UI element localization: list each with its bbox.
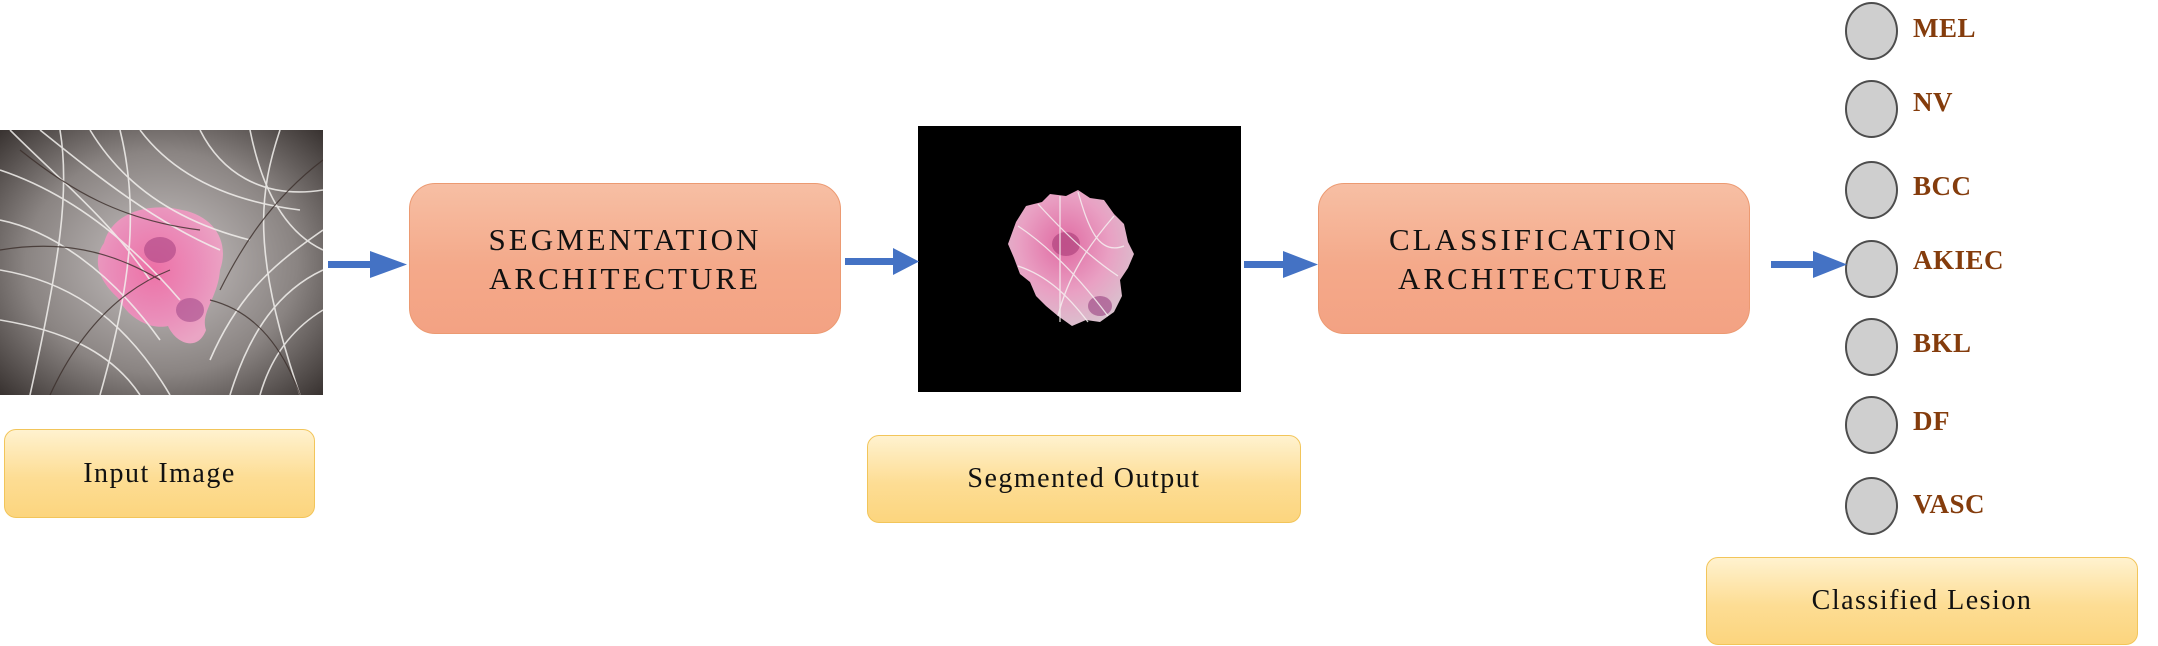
- class-node-mel: [1845, 2, 1898, 60]
- class-node-nv: [1845, 80, 1898, 138]
- class-label-akiec: AKIEC: [1913, 245, 2005, 275]
- segmented-output-caption-text: Segmented Output: [967, 463, 1201, 494]
- input-lesion-drawing: [0, 130, 323, 395]
- class-node-bcc: [1845, 161, 1898, 219]
- classification-label-line1: CLASSIFICATION: [1388, 221, 1680, 257]
- arrow-segmentation-to-output: [845, 248, 919, 275]
- class-node-df: [1845, 396, 1898, 454]
- class-label-mel: MEL: [1913, 13, 1977, 43]
- segmentation-architecture-box: SEGMENTATION ARCHITECTURE: [409, 183, 841, 334]
- class-label-df: DF: [1913, 406, 1950, 436]
- classification-architecture-box: CLASSIFICATION ARCHITECTURE: [1318, 183, 1750, 334]
- classified-lesion-caption-text: Classified Lesion: [1811, 585, 2033, 616]
- class-label-nv: NV: [1913, 87, 1953, 117]
- class-node-akiec: [1845, 240, 1898, 298]
- input-image-caption-text: Input Image: [83, 457, 236, 489]
- arrow-input-to-segmentation: [328, 251, 407, 278]
- classification-label-line2: ARCHITECTURE: [1398, 260, 1670, 296]
- class-label-vasc: VASC: [1913, 489, 1986, 519]
- input-lesion-image: [0, 130, 323, 395]
- segmented-lesion-drawing: [918, 126, 1241, 392]
- arrow-output-to-classification: [1244, 251, 1318, 278]
- segmented-lesion-image: [918, 126, 1241, 392]
- segmentation-label-line2: ARCHITECTURE: [489, 260, 761, 296]
- class-label-bcc: BCC: [1913, 171, 1972, 201]
- class-node-bkl: [1845, 318, 1898, 376]
- classified-lesion-caption: Classified Lesion: [1706, 557, 2138, 645]
- segmented-output-caption: Segmented Output: [867, 435, 1301, 523]
- segmentation-label-line1: SEGMENTATION: [488, 221, 762, 257]
- class-node-vasc: [1845, 477, 1898, 535]
- arrow-classification-to-classes: [1771, 251, 1847, 278]
- input-image-caption: Input Image: [4, 429, 315, 518]
- class-label-bkl: BKL: [1913, 328, 1972, 358]
